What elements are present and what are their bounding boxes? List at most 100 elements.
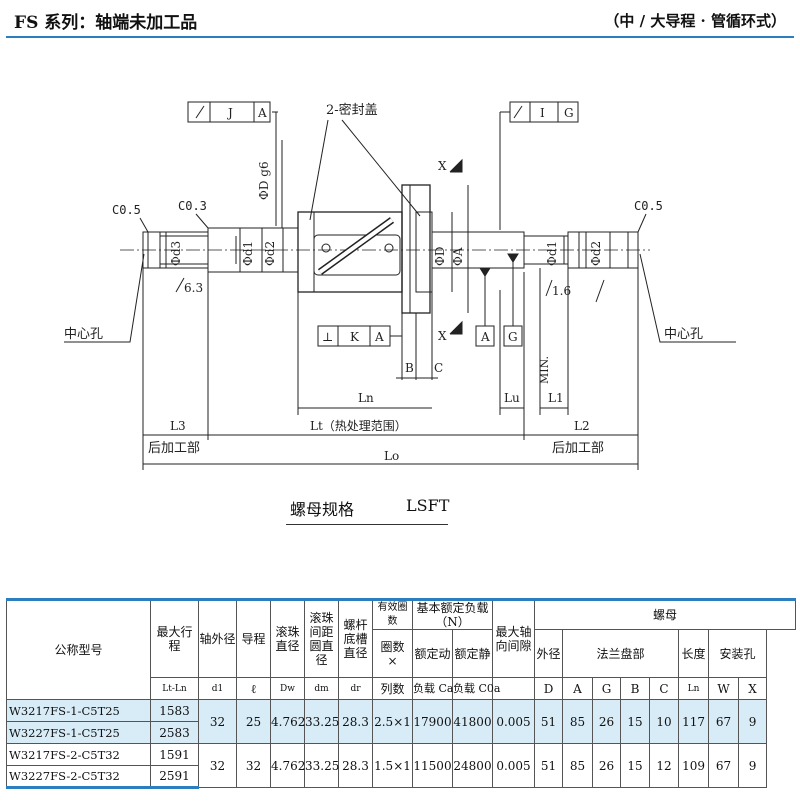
col-holes: 安装孔 xyxy=(708,629,768,678)
relief-left: 6.3 xyxy=(184,281,203,295)
dim-b: B xyxy=(405,361,414,375)
header-divider xyxy=(6,36,794,38)
ln-cell: 117 xyxy=(678,699,710,744)
dim-c: C xyxy=(434,361,443,375)
lead-cell: 32 xyxy=(236,743,271,788)
col-d: D xyxy=(534,677,564,700)
c-cell: 10 xyxy=(649,699,680,744)
tolerance-frame-left: J A xyxy=(187,101,278,226)
col-load-title: 基本额定负载 xyxy=(416,601,489,615)
col-shaft: 轴外径 xyxy=(198,598,237,678)
col-nut: 螺母 xyxy=(534,598,796,630)
circuits-cell: 2.5×1 xyxy=(372,699,413,744)
stroke-cell: 2591 xyxy=(150,765,199,789)
phi-d3-label: Φd3 xyxy=(169,241,183,266)
spec-underline xyxy=(286,524,448,525)
col-pcd: 滚珠间距圆直径 xyxy=(304,598,339,678)
dm-cell: 33.25 xyxy=(304,743,339,788)
table-row: W3217FS-2-C5T32 1591 32 32 4.762 33.25 2… xyxy=(6,743,796,788)
screw-hole-right xyxy=(384,243,394,253)
col-flange: 法兰盘部 xyxy=(562,629,680,678)
spec-table-wrap: 公称型号 最大行程 轴外径 导程 滚珠直径 滚珠间距圆直径 螺杆底槽直径 有效圈… xyxy=(6,598,796,789)
page-header: FS 系列：轴端未加工品 （中 / 大导程 · 管循环式） xyxy=(0,0,800,40)
model-cell: W3217FS-1-C5T25 xyxy=(6,699,151,722)
datum-a: A xyxy=(480,330,490,344)
dw-cell: 4.762 xyxy=(270,743,305,788)
dim-l3: L3 xyxy=(170,419,186,433)
stroke-cell: 1583 xyxy=(150,699,199,722)
relief-right: 1.6 xyxy=(552,284,571,298)
a-cell: 85 xyxy=(562,699,594,744)
col-stat: 额定静 xyxy=(451,629,494,678)
page-subtitle: （中 / 大导程 · 管循环式） xyxy=(604,12,786,30)
dim-min: MIN. xyxy=(538,356,551,384)
col-lead-sym: ℓ xyxy=(236,677,271,700)
col-a: A xyxy=(562,677,594,700)
b-cell: 15 xyxy=(620,743,651,788)
col-shaft-sym: d1 xyxy=(198,677,237,700)
section-mark-top: X xyxy=(438,159,447,173)
spec-table: 公称型号 最大行程 轴外径 导程 滚珠直径 滚珠间距圆直径 螺杆底槽直径 有效圈… xyxy=(6,598,796,789)
col-circuits-bot: 列数 xyxy=(372,677,413,700)
col-load-unit: （N） xyxy=(435,615,470,629)
phi-d2-right-label: Φd2 xyxy=(589,241,603,266)
g-cell: 26 xyxy=(592,699,622,744)
lead-cell: 25 xyxy=(236,699,271,744)
col-stat-sym: 负载 C0a xyxy=(451,677,500,700)
stroke-cell: 2583 xyxy=(150,721,199,744)
tol-right-g: G xyxy=(564,106,574,120)
screw-hole-left xyxy=(321,243,331,253)
post-process-left: 后加工部 xyxy=(148,441,200,456)
stroke-cell: 1591 xyxy=(150,743,199,766)
d1-cell: 32 xyxy=(198,743,237,788)
col-ball: 滚珠直径 xyxy=(270,598,305,678)
dr-cell: 28.3 xyxy=(338,743,373,788)
dim-l2: L2 xyxy=(574,419,590,433)
a-cell: 85 xyxy=(562,743,594,788)
phi-D-label: ΦD xyxy=(433,247,447,266)
col-stroke: 最大行程 xyxy=(150,598,199,678)
tol-left-a: A xyxy=(257,106,267,120)
col-circuits-mid: 圈数 × xyxy=(372,629,413,678)
col-backlash: 最大轴向间隙 xyxy=(492,598,536,678)
seal-label: 2-密封盖 xyxy=(326,102,378,118)
model-cell: W3227FS-1-C5T25 xyxy=(6,721,151,744)
col-dyn: 额定动 xyxy=(412,629,453,678)
col-pcd-sym: dm xyxy=(304,677,339,700)
dm-cell: 33.25 xyxy=(304,699,339,744)
chamfer-left: C0.5 xyxy=(112,203,141,217)
dim-lu: Lu xyxy=(504,391,520,405)
tol-left-j: J xyxy=(226,106,233,120)
chamfer-right: C0.5 xyxy=(634,199,663,213)
ball-screw-drawing: J A I G ⊥ K A 2-密封盖 ΦD g6 X X C0.5 C0.3 … xyxy=(64,101,736,470)
tol-right-i: I xyxy=(540,106,545,120)
col-outer: 外径 xyxy=(534,629,564,678)
ln-cell: 109 xyxy=(678,743,710,788)
page-title: FS 系列：轴端未加工品 xyxy=(14,13,198,33)
col-root-sym: dr xyxy=(338,677,373,700)
dim-lt: Lt（热处理范围） xyxy=(310,419,407,433)
col-w: W xyxy=(708,677,740,700)
nut-spec-label: 螺母规格 xyxy=(290,500,355,519)
col-root: 螺杆底槽直径 xyxy=(338,598,373,678)
c0a-cell: 24800 xyxy=(451,743,494,788)
col-lead: 导程 xyxy=(236,598,271,678)
phi-d1-left-label: Φd1 xyxy=(241,241,255,266)
phi-d2-left-label: Φd2 xyxy=(263,241,277,266)
col-load: 基本额定负载 （N） xyxy=(411,598,494,630)
c-cell: 12 xyxy=(649,743,680,788)
backlash-cell: 0.005 xyxy=(492,699,536,744)
center-hole-right: 中心孔 xyxy=(664,327,703,342)
datum-g: G xyxy=(508,330,518,344)
col-x: X xyxy=(738,677,768,700)
dim-l1: L1 xyxy=(548,391,564,405)
tolerance-frame-right: I G xyxy=(499,101,579,230)
tol-bottom-k: K xyxy=(350,330,360,344)
backlash-cell: 0.005 xyxy=(492,743,536,788)
table-row: W3217FS-1-C5T25 1583 32 25 4.762 33.25 2… xyxy=(6,699,796,744)
dw-cell: 4.762 xyxy=(270,699,305,744)
c0a-cell: 41800 xyxy=(451,699,494,744)
col-dyn-sym: 负载 Ca xyxy=(412,677,453,700)
tol-bottom-a: A xyxy=(374,330,384,344)
w-cell: 67 xyxy=(708,699,740,744)
